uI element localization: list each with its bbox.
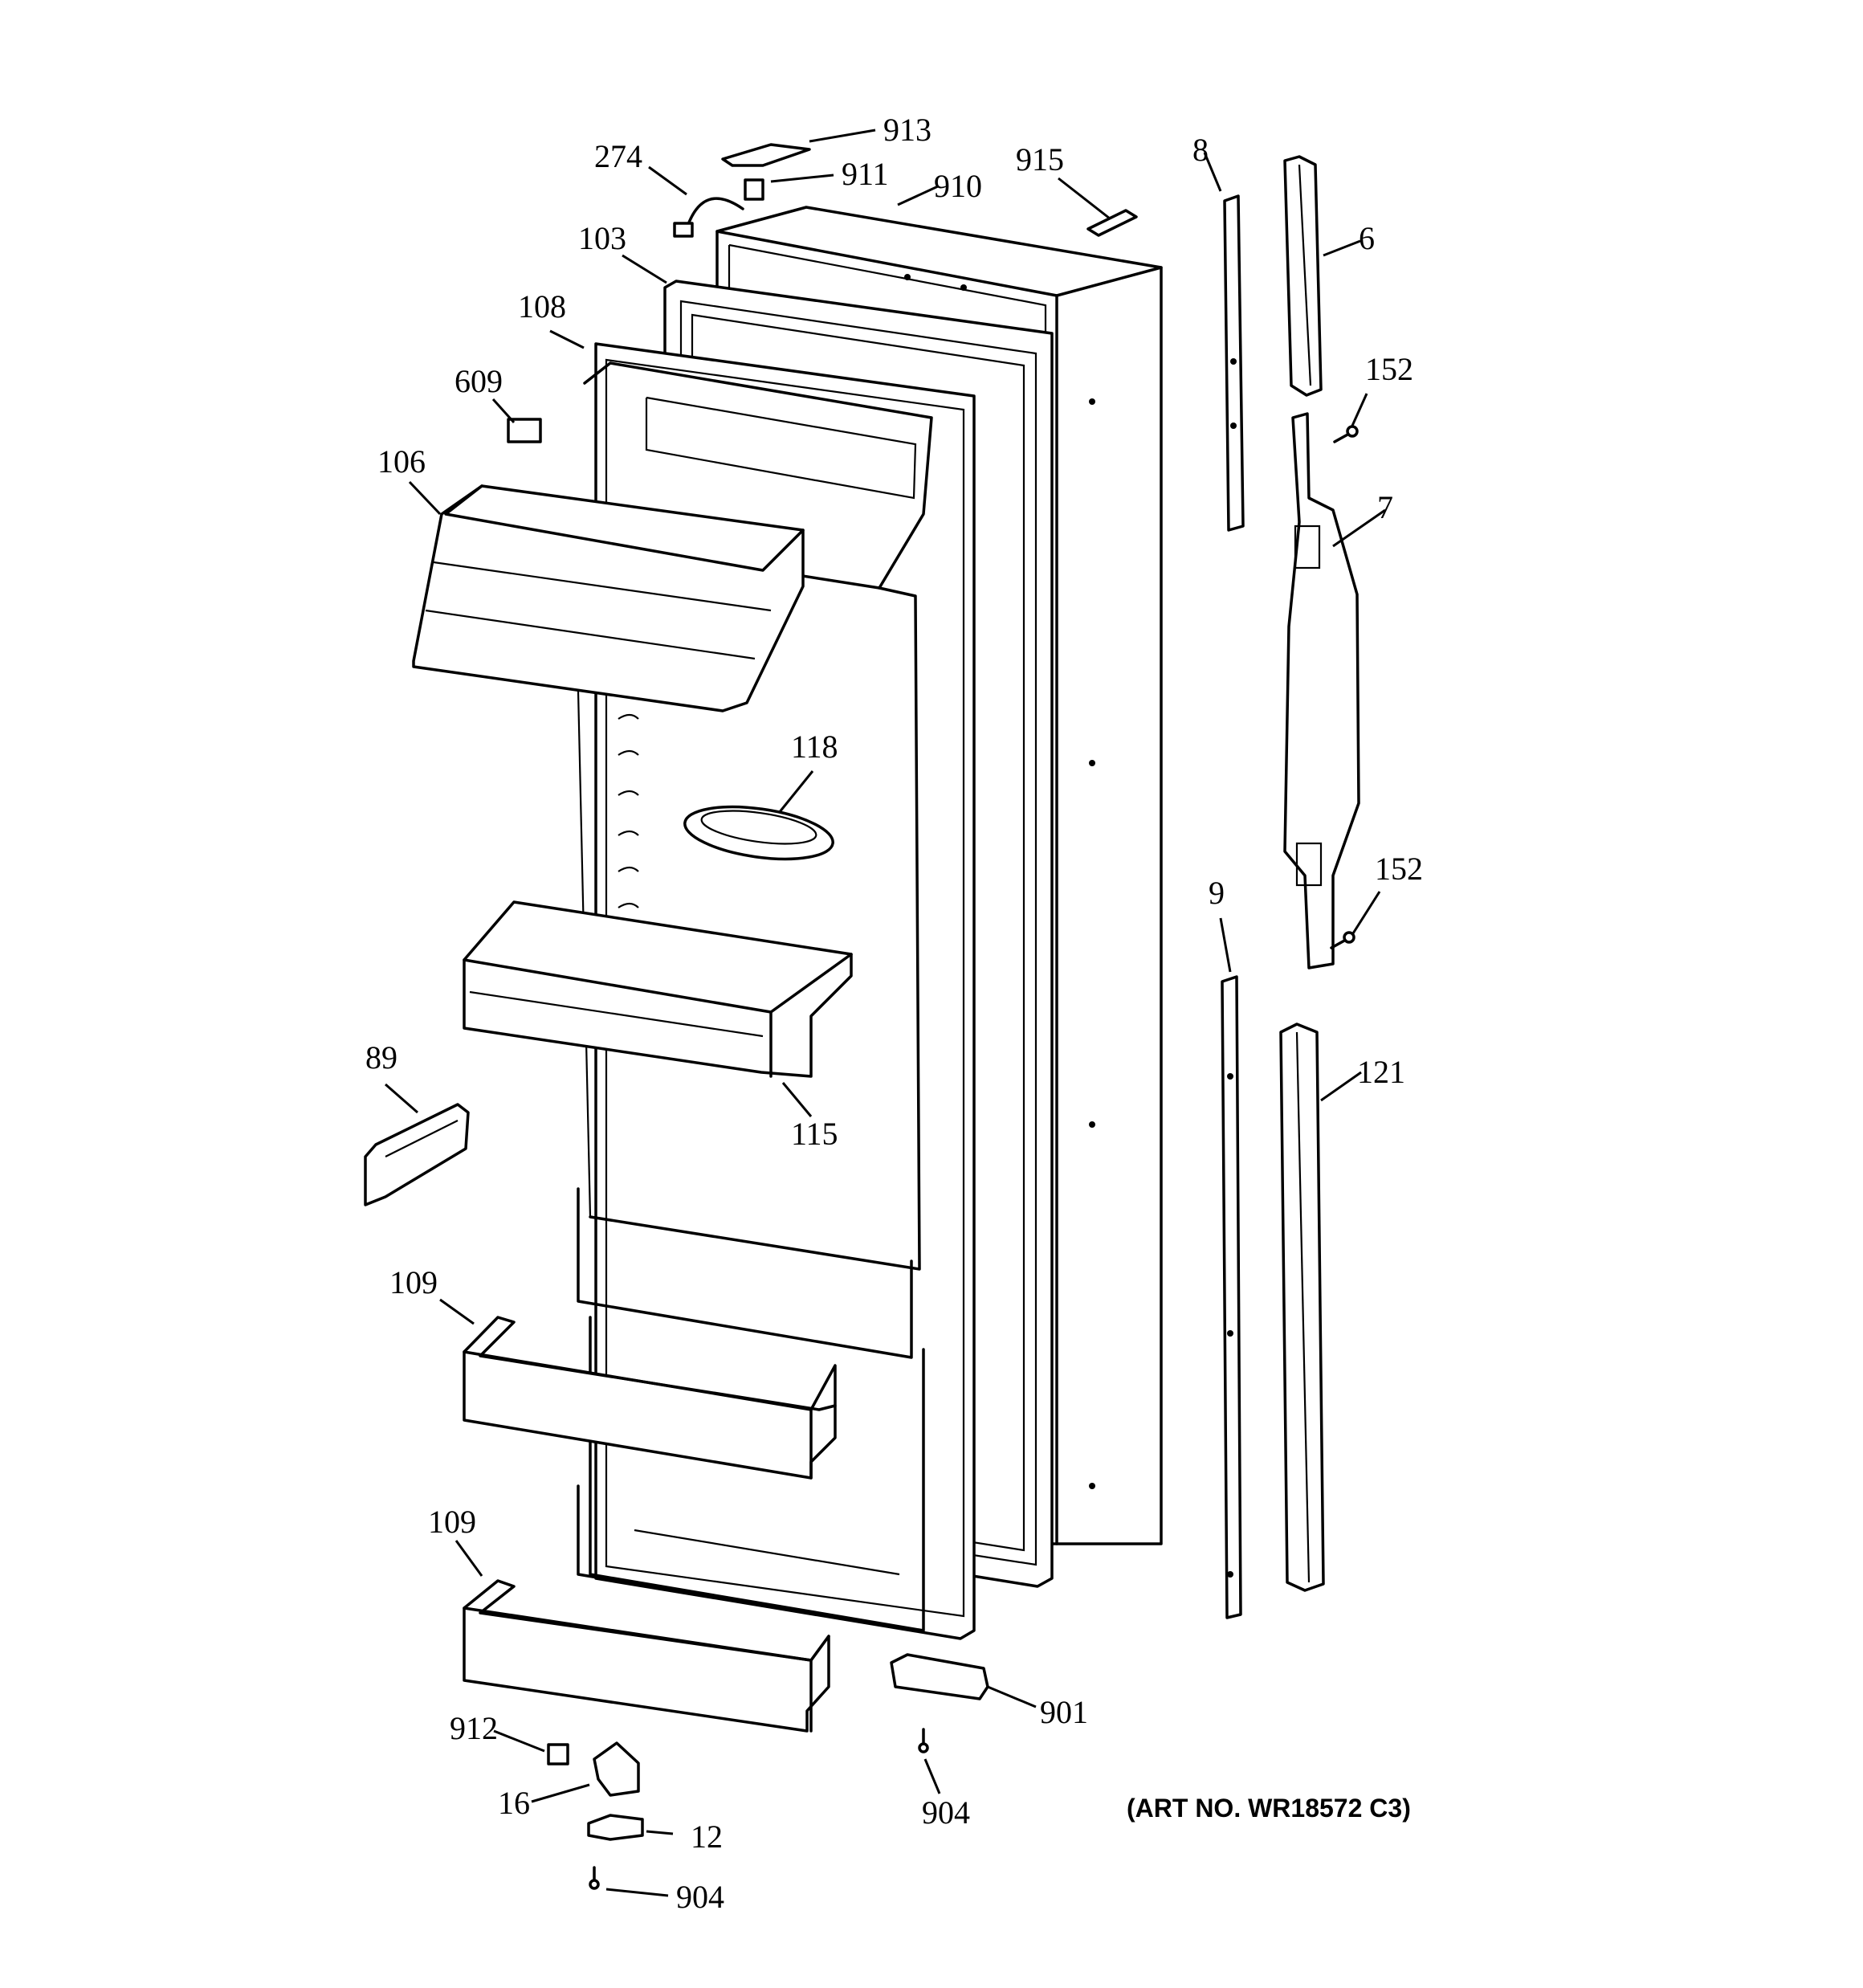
- cover-915: [1086, 209, 1138, 237]
- hinge-bracket-16: [593, 1741, 640, 1797]
- art-number: (ART NO. WR18572 C3): [1127, 1794, 1411, 1823]
- label-901: 901: [1040, 1694, 1088, 1730]
- switch-609: [507, 418, 542, 443]
- label-109-upper: 109: [389, 1264, 438, 1300]
- label-109-lower: 109: [428, 1504, 476, 1540]
- label-912: 912: [450, 1710, 498, 1746]
- label-7: 7: [1377, 489, 1393, 525]
- bushing-912: [547, 1743, 569, 1766]
- door-handle: [1283, 412, 1360, 970]
- door-bin-lower: [463, 1579, 830, 1733]
- label-103: 103: [578, 220, 626, 256]
- dairy-bracket: [364, 1103, 470, 1206]
- label-904-bottom: 904: [676, 1879, 724, 1915]
- cover-901: [890, 1653, 989, 1700]
- part-labels: 913 274 911 915 910 8 6 103 108 609 152 …: [365, 112, 1423, 1915]
- door-bin-upper: [463, 1316, 837, 1480]
- screw-152-upper: [1333, 425, 1359, 443]
- screw-904-bottom: [589, 1866, 600, 1890]
- label-911: 911: [842, 156, 889, 192]
- label-106: 106: [377, 443, 426, 480]
- screw-152-lower: [1330, 931, 1355, 949]
- hinge-shim-913: [721, 143, 811, 167]
- screw-904-middle: [918, 1728, 929, 1753]
- top-bin: [412, 484, 805, 712]
- door-shelf: [463, 900, 853, 1078]
- label-8: 8: [1192, 132, 1209, 168]
- label-121: 121: [1357, 1054, 1405, 1090]
- label-609: 609: [455, 363, 503, 399]
- bracket-12: [587, 1814, 644, 1841]
- label-152-lower: 152: [1375, 851, 1423, 887]
- wire-harness-274: [673, 197, 744, 238]
- label-152-upper: 152: [1365, 351, 1413, 387]
- label-913: 913: [883, 112, 932, 148]
- label-904-middle: 904: [922, 1794, 970, 1831]
- label-115: 115: [791, 1116, 838, 1152]
- label-12: 12: [691, 1819, 723, 1855]
- oval-bin: [683, 805, 834, 861]
- label-9: 9: [1209, 875, 1225, 911]
- handle-cap-top: [1283, 155, 1323, 397]
- bushing-911: [744, 178, 764, 201]
- label-108: 108: [518, 288, 566, 325]
- label-6: 6: [1359, 220, 1375, 256]
- label-910: 910: [934, 168, 982, 204]
- label-16: 16: [498, 1785, 530, 1821]
- leader-lines: [385, 129, 1386, 1897]
- label-915: 915: [1016, 141, 1064, 178]
- handle-cap-bottom: [1279, 1023, 1325, 1592]
- trim-strip-8: [1223, 194, 1245, 532]
- label-274: 274: [594, 138, 642, 174]
- trim-strip-9: [1221, 975, 1242, 1619]
- label-118: 118: [791, 729, 838, 765]
- label-89: 89: [365, 1039, 397, 1076]
